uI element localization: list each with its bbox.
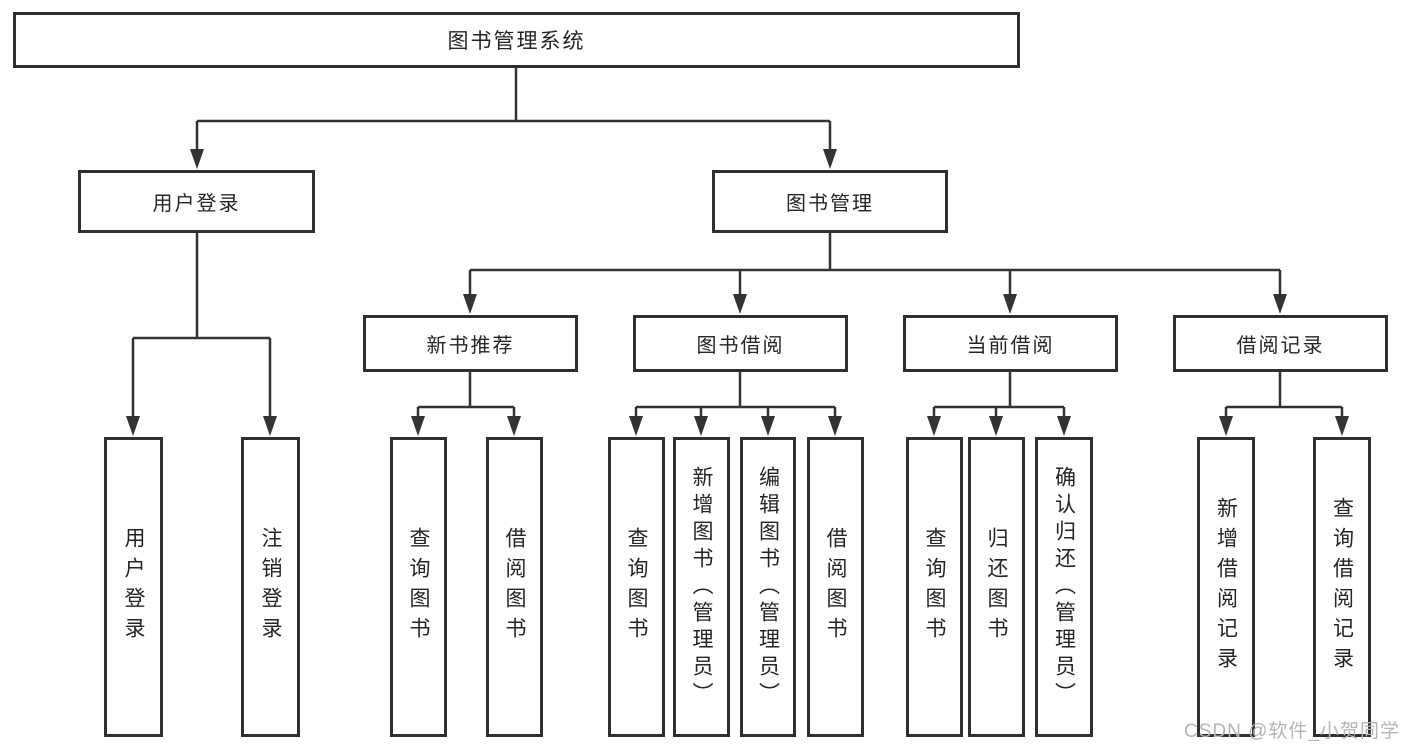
leaf-add-books-admin: 新增图书（管理员） — [673, 437, 730, 737]
edge-borrow-to-leaves — [634, 372, 837, 432]
edge-userlogin-to-leaves — [131, 233, 272, 432]
edge-records-to-leaves — [1224, 372, 1344, 432]
edge-bookmgmt-to-level3 — [468, 233, 1282, 310]
leaf-user-login: 用户登录 — [104, 437, 163, 737]
csdn-watermark: CSDN @软件_小贺同学 — [1184, 721, 1400, 742]
leaf-query-books-current: 查询图书 — [906, 437, 963, 737]
node-current-borrowing: 当前借阅 — [903, 315, 1118, 372]
edge-root-to-level2 — [195, 68, 832, 165]
leaf-add-borrow-record: 新增借阅记录 — [1197, 437, 1255, 737]
leaf-query-books-recommend: 查询图书 — [390, 437, 447, 737]
edge-current-to-leaves — [932, 372, 1066, 432]
leaf-query-books-borrow: 查询图书 — [608, 437, 665, 737]
leaf-borrow-books-recommend: 借阅图书 — [486, 437, 543, 737]
edge-newbook-to-leaves — [416, 372, 516, 432]
leaf-logout: 注销登录 — [241, 437, 300, 737]
node-borrowing-records: 借阅记录 — [1173, 315, 1388, 372]
leaf-confirm-return-admin: 确认归还（管理员） — [1035, 437, 1093, 737]
leaf-query-borrow-record: 查询借阅记录 — [1313, 437, 1371, 737]
node-user-login: 用户登录 — [78, 170, 315, 233]
node-book-borrowing: 图书借阅 — [633, 315, 848, 372]
leaf-edit-books-admin: 编辑图书（管理员） — [740, 437, 796, 737]
leaf-return-books: 归还图书 — [968, 437, 1025, 737]
node-root-system: 图书管理系统 — [13, 12, 1020, 68]
node-book-management: 图书管理 — [712, 170, 948, 233]
node-new-book-recommendation: 新书推荐 — [363, 315, 578, 372]
leaf-borrow-books: 借阅图书 — [807, 437, 864, 737]
